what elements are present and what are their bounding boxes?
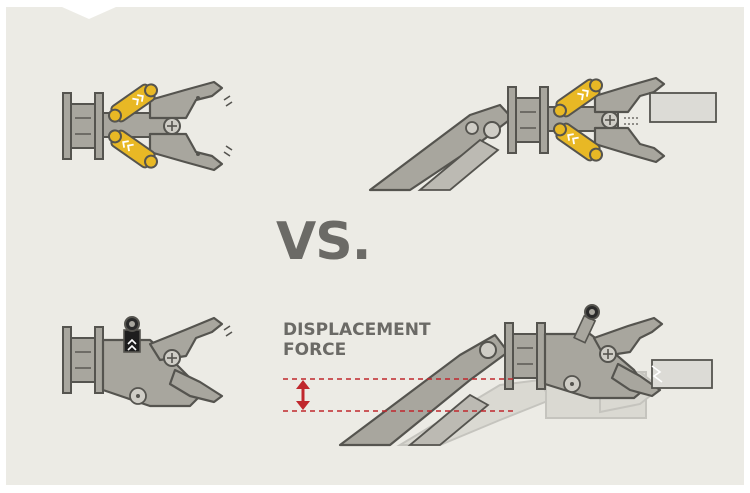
top-notch: [62, 7, 116, 19]
dual-cylinder-jaw-top-left: [62, 78, 233, 174]
displacement-force-label: DISPLACEMENT FORCE: [283, 320, 431, 360]
vs-label: VS.: [276, 212, 371, 272]
label-line-2: FORCE: [283, 340, 347, 360]
single-cylinder-jaw-bottom-right: [338, 304, 713, 447]
displacement-indicator: [283, 378, 516, 412]
label-line-1: DISPLACEMENT: [283, 320, 431, 340]
arrow-down-icon: [296, 401, 310, 410]
single-cylinder-jaw-bottom-left: [62, 316, 233, 408]
arrow-up-icon: [296, 380, 310, 389]
background-panel: [6, 7, 744, 485]
dual-cylinder-jaw-top-right: [368, 73, 717, 192]
